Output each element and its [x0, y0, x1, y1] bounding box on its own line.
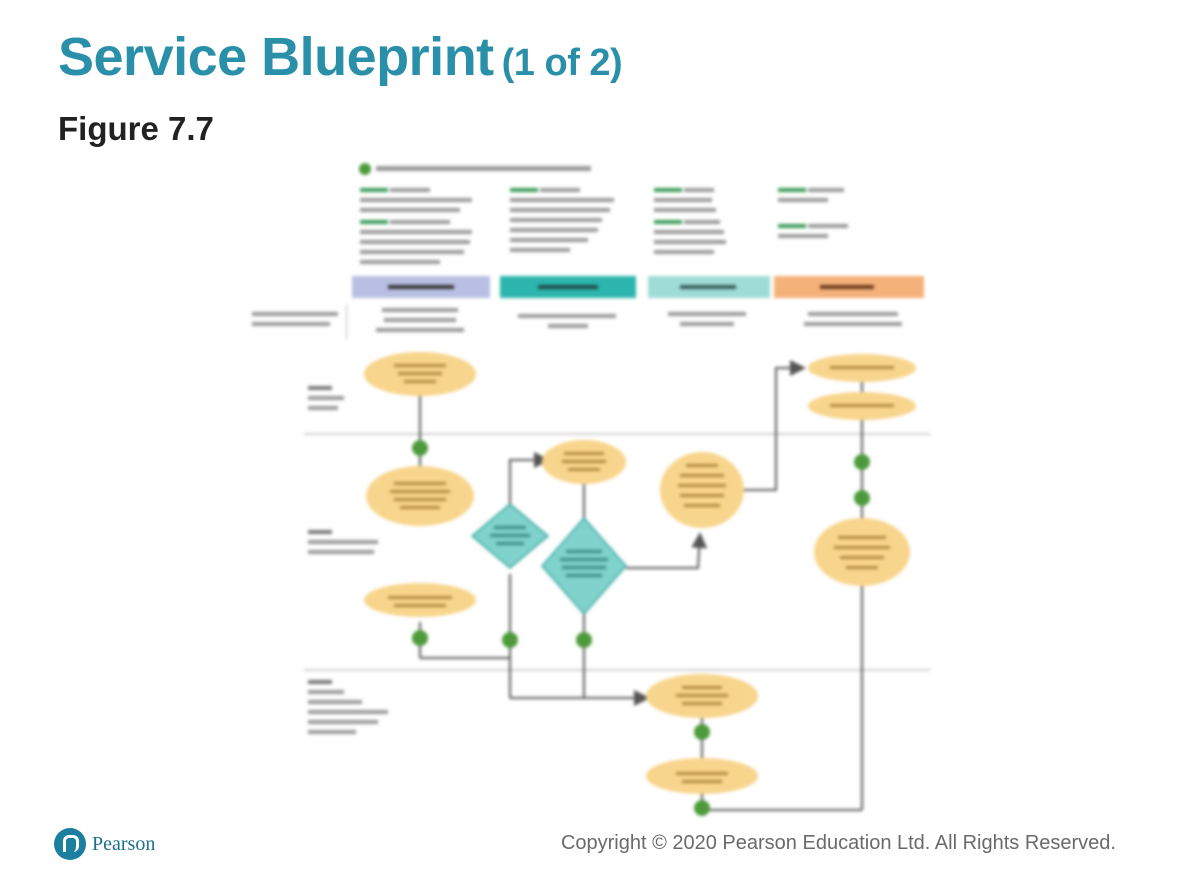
legend-text-line	[376, 166, 591, 171]
band-descriptions	[252, 304, 902, 340]
fail-points	[412, 440, 870, 816]
fail-point-icon	[854, 454, 870, 470]
pearson-logo-icon	[54, 828, 86, 860]
fail-point-icon	[502, 632, 518, 648]
connectors	[419, 360, 863, 811]
column-notes	[360, 188, 848, 264]
notes-col-4	[778, 188, 848, 238]
green-dot-icon	[359, 163, 371, 175]
notes-col-1	[360, 188, 472, 264]
publisher-name: Pearson	[92, 832, 156, 855]
decision-text-lines	[490, 526, 608, 577]
notes-col-2	[510, 188, 614, 252]
step-oval	[646, 758, 758, 794]
lane-labels	[308, 386, 388, 734]
publisher-logo: Pearson	[54, 828, 155, 860]
fail-point-icon	[576, 632, 592, 648]
process-steps	[364, 352, 916, 794]
step-oval	[366, 466, 474, 526]
slide-title-part: (1 of 2)	[501, 42, 623, 84]
fail-point-icon	[412, 440, 428, 456]
figure-caption: Figure 7.7	[58, 110, 214, 147]
fail-point-icon	[412, 630, 428, 646]
header-bands	[352, 276, 924, 298]
notes-col-3	[654, 188, 726, 254]
copyright-notice: Copyright © 2020 Pearson Education Ltd. …	[560, 832, 1116, 854]
fail-point-icon	[694, 724, 710, 740]
slide-title: Service Blueprint(1 of 2)	[58, 26, 623, 88]
service-blueprint-figure	[248, 158, 930, 826]
blueprint-diagram	[252, 163, 930, 816]
fail-point-icon	[694, 800, 710, 816]
step-oval	[660, 452, 744, 528]
step-text-lines	[388, 364, 894, 783]
step-oval	[364, 583, 476, 617]
slide-title-main: Service Blueprint	[58, 27, 494, 87]
step-oval	[814, 518, 910, 586]
fail-point-icon	[854, 490, 870, 506]
